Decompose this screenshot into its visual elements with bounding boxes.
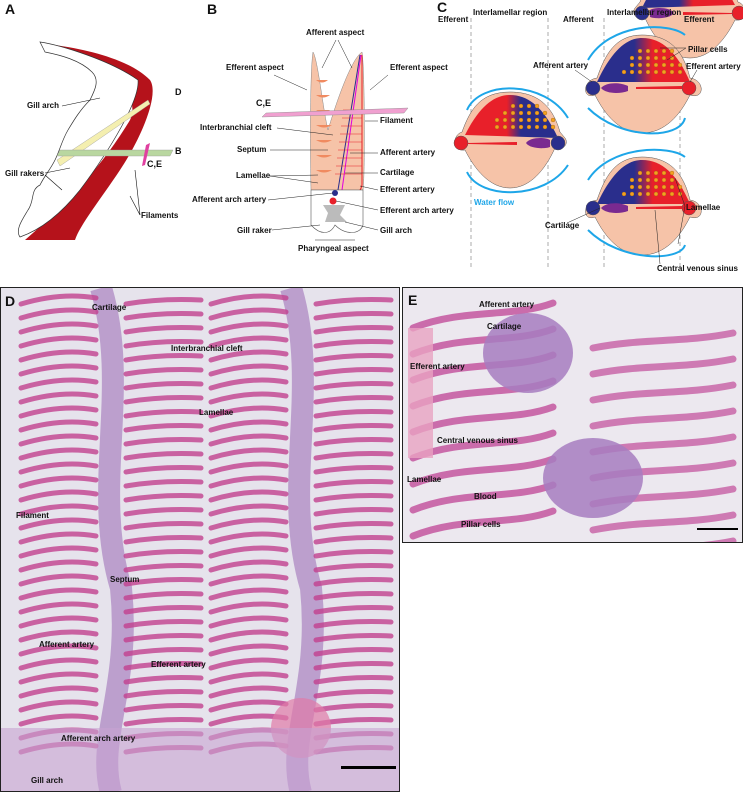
filaments-shape (25, 45, 153, 240)
water-flow-arrows (466, 26, 686, 258)
panel-letter-d: D (5, 293, 16, 309)
scale-bar-d (341, 766, 396, 769)
lamella-left (453, 91, 567, 189)
label-gill-arch-b: Gill arch (380, 226, 413, 235)
panel-d-histology: D Cartilage Interbranchial cleft Lamella… (0, 287, 400, 792)
panel-letter-a: A (5, 1, 16, 17)
label-afferent: Afferent (563, 15, 594, 24)
label-central-venous-sinus-c: Central venous sinus (657, 264, 738, 273)
panel-letter-e: E (408, 292, 418, 308)
label-afferent-artery-e: Afferent artery (479, 300, 535, 309)
label-cartilage-c: Cartilage (545, 221, 580, 230)
label-lamellae-d: Lamellae (199, 408, 234, 417)
label-efferent-artery-d: Efferent artery (151, 660, 206, 669)
lamella-top-right-shape (585, 34, 702, 134)
label-interlamellar-right: Interlamellar region (607, 8, 682, 17)
label-lamellae-e: Lamellae (407, 475, 442, 484)
label-afferent-artery: Afferent artery (380, 148, 436, 157)
label-central-venous-sinus-e: Central venous sinus (437, 436, 518, 445)
histology-image-d (1, 288, 399, 791)
label-cartilage-e: Cartilage (487, 322, 522, 331)
label-afferent-arch-artery-d: Afferent arch artery (61, 734, 136, 743)
gill-arch-shape (17, 41, 139, 238)
label-water-flow: Water flow (474, 198, 515, 207)
label-gill-arch: Gill arch (27, 101, 60, 110)
label-efferent-right: Efferent (684, 15, 715, 24)
label-cartilage-d: Cartilage (92, 303, 127, 312)
label-pharyngeal-aspect: Pharyngeal aspect (298, 244, 369, 253)
label-septum-d: Septum (110, 575, 140, 584)
label-efferent-aspect-right: Efferent aspect (390, 63, 448, 72)
label-pillar-cells-e: Pillar cells (461, 520, 501, 529)
label-efferent-left: Efferent (438, 15, 469, 24)
label-pillar-cells: Pillar cells (688, 45, 728, 54)
label-efferent-artery-c: Efferent artery (686, 62, 741, 71)
plane-b (56, 149, 174, 157)
efferent-arch-artery-dot (329, 197, 337, 205)
label-blood-e: Blood (474, 492, 497, 501)
label-filament-d: Filament (16, 511, 49, 520)
lamella-bottom-right-shape (585, 156, 702, 256)
label-gill-rakers: Gill rakers (5, 169, 45, 178)
histology-image-e (408, 299, 737, 542)
label-interlamellar-left: Interlamellar region (473, 8, 548, 17)
label-filaments: Filaments (141, 211, 179, 220)
label-plane-ce: C,E (147, 159, 163, 169)
panel-letter-c: C (437, 0, 448, 15)
panel-letter-b: B (207, 1, 218, 17)
label-lamellae: Lamellae (236, 171, 271, 180)
label-lamellae-c: Lamellae (686, 203, 721, 212)
label-interbranchial-cleft-d: Interbranchial cleft (171, 344, 243, 353)
pillar-cells-dots (494, 48, 683, 197)
gill-arch-diagram (17, 41, 174, 240)
label-afferent-arch-artery: Afferent arch artery (192, 195, 267, 204)
label-efferent-artery: Efferent artery (380, 185, 435, 194)
label-gill-arch-d: Gill arch (31, 776, 64, 785)
label-plane-d: D (175, 87, 182, 97)
label-efferent-aspect-left: Efferent aspect (226, 63, 284, 72)
afferent-arch-artery-dot (332, 190, 338, 196)
label-afferent-artery-c: Afferent artery (533, 61, 589, 70)
label-gill-raker: Gill raker (237, 226, 272, 235)
plane-d (56, 99, 151, 167)
label-plane-b: B (175, 146, 182, 156)
label-cartilage: Cartilage (380, 168, 415, 177)
label-septum: Septum (237, 145, 267, 154)
label-afferent-artery-d: Afferent artery (39, 640, 95, 649)
plane-ce-b (261, 107, 409, 118)
label-interbranchial-cleft: Interbranchial cleft (200, 123, 272, 132)
label-efferent-artery-e: Efferent artery (410, 362, 465, 371)
label-efferent-arch-artery: Efferent arch artery (380, 206, 454, 215)
panel-e-histology: E Afferent artery Cartilage Efferent art… (402, 287, 743, 543)
scale-bar-e (697, 528, 738, 530)
label-filament: Filament (380, 116, 413, 125)
lamellae-cross-section-diagram (453, 0, 743, 270)
label-plane-ce-b: C,E (256, 98, 272, 108)
label-afferent-aspect: Afferent aspect (306, 28, 365, 37)
filament-diagram (261, 39, 409, 241)
plane-ce (142, 143, 150, 166)
